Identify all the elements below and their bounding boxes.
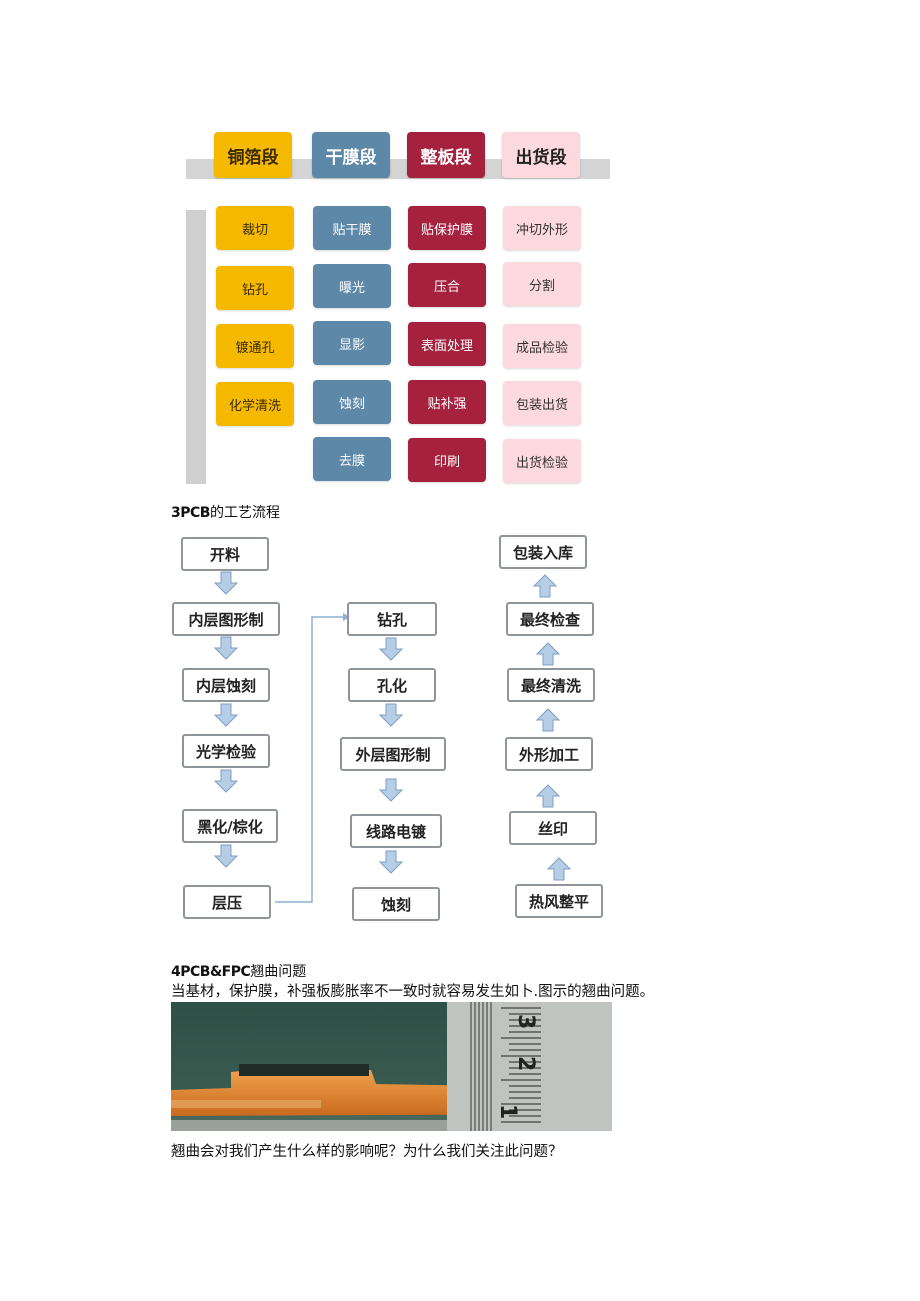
flow-step: 蚀刻 [352,887,440,921]
flow-step: 线路电镀 [350,814,442,848]
left-rail [186,210,206,484]
section-3-heading: 3PCB的工艺流程 [171,502,280,522]
connector-arrowhead [343,613,350,621]
stage-cell: 曝光 [313,264,391,308]
stage-cell: 冲切外形 [503,206,581,250]
stage-cell: 钻孔 [216,266,294,310]
up-arrows-col3 [532,574,572,881]
flow-step: 孔化 [348,668,436,702]
section-number: 3PCB [171,505,210,521]
warp-paragraph: 当基材，保护膜，补强板膨胀率不一致时就容易发生如卜.图示的翘曲问题。 [171,984,655,1000]
stage-cell: 印刷 [408,438,486,482]
warp-photo: 3 2 1 [171,1002,612,1131]
stage-cell: 表面处理 [408,322,486,366]
stage-cell: 成品检验 [503,324,581,368]
flow-step: 外形加工 [505,737,593,771]
flow-step: 内层图形制 [172,602,280,636]
stage-cell: 裁切 [216,206,294,250]
flow-step: 外层图形制 [340,737,446,771]
stage-cell: 贴干膜 [313,206,391,250]
stage-cell: 蚀刻 [313,380,391,424]
stage-header-panel: 整板段 [407,132,485,178]
process-flowchart: 开料 内层图形制 内层蚀刻 光学检验 黑化/棕化 层压 钻孔 孔化 外层图形制 … [160,525,620,935]
flow-step: 最终清洗 [507,668,595,702]
stage-cell: 贴保护膜 [408,206,486,250]
flow-step: 热风整平 [515,884,603,918]
connector-line [275,616,346,903]
stage-header-dryfilm: 干膜段 [312,132,390,178]
question-paragraph: 翘曲会对我们产生什么样的影响呢？为什么我们关注此问题？ [171,1144,563,1160]
flow-step: 开料 [181,537,269,571]
flowchart-connectors [213,571,572,903]
ruler-number: 1 [495,1104,520,1119]
section-number: 4PCB&FPC [171,964,251,980]
down-arrows-col2 [378,637,404,874]
pcb-stage-diagram: 铜箔段 干膜段 整板段 出货段 裁切 钻孔 镀通孔 化学清洗 贴干膜 曝光 显影… [186,128,610,486]
flow-step: 最终检查 [506,602,594,636]
ruler-number: 2 [513,1056,538,1071]
stage-cell: 分割 [503,262,581,306]
flow-step: 光学检验 [182,734,270,768]
stage-header-copper: 铜箔段 [214,132,292,178]
flow-step: 内层蚀刻 [182,668,270,702]
stage-cell: 压合 [408,263,486,307]
flow-step: 包装入库 [499,535,587,569]
flow-step: 钻孔 [347,602,437,636]
stage-cell: 贴补强 [408,380,486,424]
section-title: 的工艺流程 [209,505,280,521]
ruler-number: 3 [513,1014,538,1029]
section-title: 翘曲问题 [250,964,307,980]
stage-cell: 镀通孔 [216,324,294,368]
stage-header-shipping: 出货段 [502,132,580,178]
flow-step: 丝印 [509,811,597,845]
stage-cell: 出货检验 [503,439,581,483]
stage-cell: 包装出货 [503,381,581,425]
down-arrows-col1 [213,571,239,868]
stage-cell: 化学清洗 [216,382,294,426]
flow-step: 黑化/棕化 [182,809,278,843]
stage-cell: 去膜 [313,437,391,481]
flow-step: 层压 [183,885,271,919]
section-4-heading: 4PCB&FPC翘曲问题 [171,961,306,981]
stage-cell: 显影 [313,321,391,365]
